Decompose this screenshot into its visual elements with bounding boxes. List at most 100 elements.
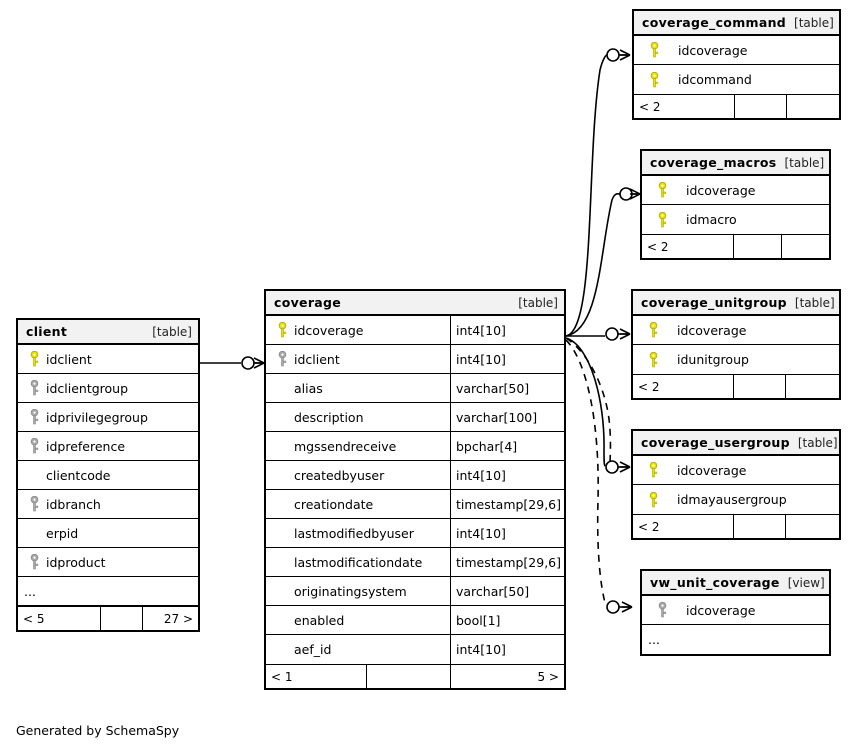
- entity-coverage-command[interactable]: coverage_command [table] idcoverage idco…: [632, 9, 841, 120]
- entity-coverage-footer: < 1 5 >: [266, 664, 564, 688]
- table-row[interactable]: originatingsystem varchar[50]: [266, 577, 564, 606]
- table-row[interactable]: lastmodifiedbyuser int4[10]: [266, 519, 564, 548]
- entity-client[interactable]: client [table] idclient idclientgroup: [16, 318, 200, 632]
- primary-key-icon: [643, 462, 663, 478]
- entity-vw-unit-coverage-header: vw_unit_coverage [view]: [642, 571, 829, 596]
- column-cell: mgssendreceive: [266, 432, 450, 460]
- entity-coverage-usergroup[interactable]: coverage_usergroup [table] idcoverage id…: [631, 429, 841, 540]
- column-name: idproduct: [46, 554, 106, 570]
- entity-coverage-unitgroup[interactable]: coverage_unitgroup [table] idcoverage id…: [631, 289, 841, 400]
- table-row[interactable]: clientcode: [18, 461, 198, 490]
- table-row[interactable]: alias varchar[50]: [266, 374, 564, 403]
- column-type: timestamp[29,6]: [450, 490, 564, 518]
- entity-coverage-macros[interactable]: coverage_macros [table] idcoverage idmac…: [640, 149, 831, 260]
- entity-coverage-usergroup-kind: [table]: [797, 435, 838, 450]
- foreign-key-icon: [272, 351, 292, 367]
- outbound-relations-count: 5 >: [450, 665, 564, 688]
- primary-key-icon: [644, 71, 664, 88]
- inbound-relations-count: < 1: [271, 669, 293, 684]
- entity-coverage-unitgroup-title: coverage_unitgroup: [641, 295, 787, 310]
- table-row[interactable]: creationdate timestamp[29,6]: [266, 490, 564, 519]
- primary-key-icon: [644, 42, 664, 58]
- entity-client-title: client: [26, 324, 68, 339]
- table-row[interactable]: idcoverage: [642, 596, 829, 625]
- primary-key-icon: [24, 351, 44, 367]
- column-cell: createdbyuser: [266, 461, 450, 489]
- column-name: createdbyuser: [294, 467, 385, 483]
- entity-coverage-command-header: coverage_command [table]: [634, 11, 839, 36]
- column-name: clientcode: [46, 467, 111, 483]
- table-row[interactable]: idclient: [18, 345, 198, 374]
- column-name: idunitgroup: [677, 352, 749, 367]
- column-cell: idproduct: [18, 548, 198, 576]
- entity-coverage-usergroup-title: coverage_usergroup: [641, 435, 790, 450]
- column-name: idcommand: [678, 72, 752, 87]
- column-cell: idunitgroup: [633, 345, 839, 374]
- outbound-relations-count: [781, 235, 829, 258]
- column-name: originatingsystem: [294, 583, 407, 599]
- entity-vw-unit-coverage-columns: idcoverage ...: [642, 596, 829, 654]
- column-name: aef_id: [294, 642, 332, 657]
- column-cell: idmacro: [642, 205, 829, 234]
- table-row[interactable]: idclientgroup: [18, 374, 198, 403]
- column-name: idcoverage: [677, 322, 747, 338]
- footer-middle-cell: [366, 665, 450, 688]
- table-row[interactable]: mgssendreceive bpchar[4]: [266, 432, 564, 461]
- table-row[interactable]: idmayausergroup: [633, 485, 839, 514]
- entity-coverage-columns: idcoverage int4[10] idclient int4[10] al…: [266, 316, 564, 664]
- column-name: idbranch: [46, 496, 101, 512]
- table-row[interactable]: description varchar[100]: [266, 403, 564, 432]
- table-row[interactable]: aef_id int4[10]: [266, 635, 564, 664]
- entity-coverage-macros-kind: [table]: [784, 155, 825, 170]
- table-row[interactable]: idunitgroup: [633, 345, 839, 374]
- entity-coverage-macros-columns: idcoverage idmacro: [642, 176, 829, 234]
- footer-middle-cell: [733, 235, 781, 258]
- table-row[interactable]: idclient int4[10]: [266, 345, 564, 374]
- entity-client-footer: < 5 27 >: [18, 606, 198, 630]
- table-row[interactable]: idbranch: [18, 490, 198, 519]
- table-row[interactable]: idpreference: [18, 432, 198, 461]
- table-row[interactable]: erpid: [18, 519, 198, 548]
- column-type: timestamp[29,6]: [450, 548, 564, 576]
- entity-coverage-header: coverage [table]: [266, 291, 564, 316]
- inbound-relations-count: < 2: [638, 519, 660, 534]
- entity-coverage-usergroup-header: coverage_usergroup [table]: [633, 431, 839, 456]
- table-row[interactable]: idproduct: [18, 548, 198, 577]
- entity-vw-unit-coverage-kind: [view]: [787, 575, 825, 590]
- entity-coverage-title: coverage: [274, 295, 342, 310]
- column-cell: idcoverage: [642, 596, 829, 624]
- more-columns-indicator: ...: [18, 577, 198, 606]
- column-type: varchar[50]: [450, 577, 564, 605]
- outbound-relations-count: [786, 95, 839, 118]
- column-type: int4[10]: [450, 316, 564, 344]
- table-row[interactable]: idcoverage int4[10]: [266, 316, 564, 345]
- table-row[interactable]: createdbyuser int4[10]: [266, 461, 564, 490]
- table-row[interactable]: idcoverage: [642, 176, 829, 205]
- column-type: bpchar[4]: [450, 432, 564, 460]
- edge-coverage-to-coverage-usergroup: [565, 337, 631, 474]
- table-row[interactable]: enabled bool[1]: [266, 606, 564, 635]
- column-name: idmayausergroup: [677, 492, 787, 507]
- table-row[interactable]: idcoverage: [633, 316, 839, 345]
- table-row[interactable]: idprivilegegroup: [18, 403, 198, 432]
- table-row[interactable]: idcoverage: [633, 456, 839, 485]
- entity-coverage-unitgroup-columns: idcoverage idunitgroup: [633, 316, 839, 374]
- entity-coverage[interactable]: coverage [table] idcoverage int4[10] i: [264, 289, 566, 690]
- entity-coverage-kind: [table]: [518, 295, 558, 310]
- column-type: varchar[100]: [450, 403, 564, 431]
- foreign-key-icon: [24, 409, 44, 425]
- table-row[interactable]: lastmodificationdate timestamp[29,6]: [266, 548, 564, 577]
- column-cell: idcoverage: [633, 456, 839, 484]
- inbound-relations-count: < 2: [638, 379, 660, 394]
- table-row[interactable]: idcoverage: [634, 36, 839, 65]
- table-row[interactable]: idcommand: [634, 65, 839, 94]
- table-row[interactable]: idmacro: [642, 205, 829, 234]
- entity-coverage-macros-footer: < 2: [642, 234, 829, 258]
- column-cell: idclient: [266, 345, 450, 373]
- outbound-relations-count: [785, 515, 839, 538]
- entity-vw-unit-coverage[interactable]: vw_unit_coverage [view] idcoverage ...: [640, 569, 831, 656]
- column-name: erpid: [46, 525, 79, 541]
- column-cell: clientcode: [18, 461, 198, 489]
- foreign-key-icon: [24, 380, 44, 396]
- column-cell: idclientgroup: [18, 374, 198, 402]
